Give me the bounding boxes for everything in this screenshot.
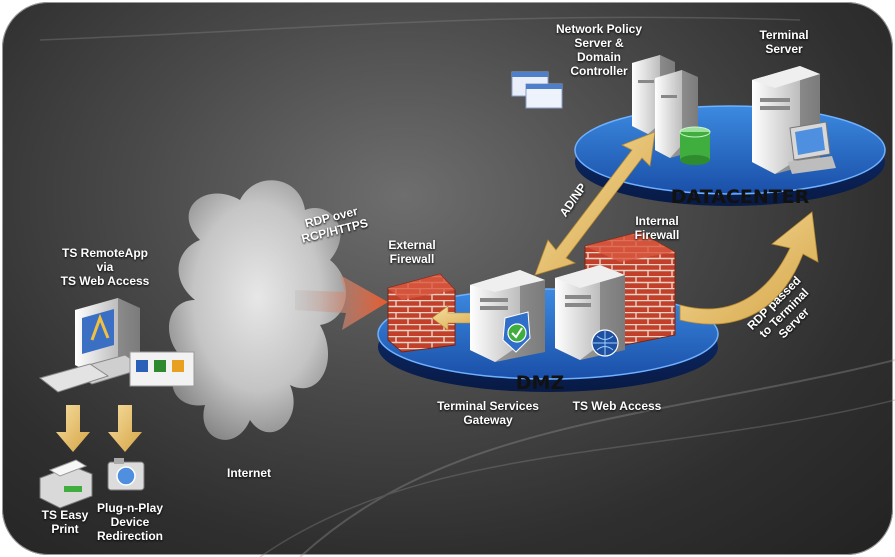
window-icons	[511, 71, 563, 109]
client-label: TS RemoteApp via TS Web Access	[60, 246, 150, 288]
client-computer	[38, 298, 195, 393]
internet-label: Internet	[226, 466, 271, 480]
datacenter-label: DATACENTER	[670, 186, 810, 208]
network-policy-label: Network Policy Server & Domain Controlle…	[555, 22, 643, 78]
rdp-passed-arrow	[679, 211, 819, 325]
pnp-arrow	[108, 405, 142, 452]
pnp-label: Plug-n-Play Device Redirection	[96, 501, 163, 543]
print-arrow	[56, 405, 90, 452]
printer-icon	[39, 459, 93, 509]
rdp-over-arrow	[295, 275, 388, 330]
ts-easy-print-label: TS Easy Print	[41, 508, 89, 536]
terminal-server	[752, 66, 836, 174]
internal-firewall-label: Internal Firewall	[634, 214, 680, 242]
ts-web-access-label: TS Web Access	[572, 399, 662, 413]
terminal-server-label: Terminal Server	[759, 28, 809, 56]
background-swoosh	[39, 16, 895, 557]
camera-icon	[107, 458, 145, 491]
external-firewall-label: External Firewall	[388, 238, 436, 266]
network-policy-servers	[632, 55, 711, 165]
external-firewall	[387, 273, 456, 353]
ts-gateway-label: Terminal Services Gateway	[437, 399, 539, 427]
dmz-label: DMZ	[515, 372, 565, 394]
ts-gateway-server	[470, 270, 545, 362]
internet-cloud	[168, 180, 347, 440]
ts-web-access-server	[555, 265, 625, 360]
